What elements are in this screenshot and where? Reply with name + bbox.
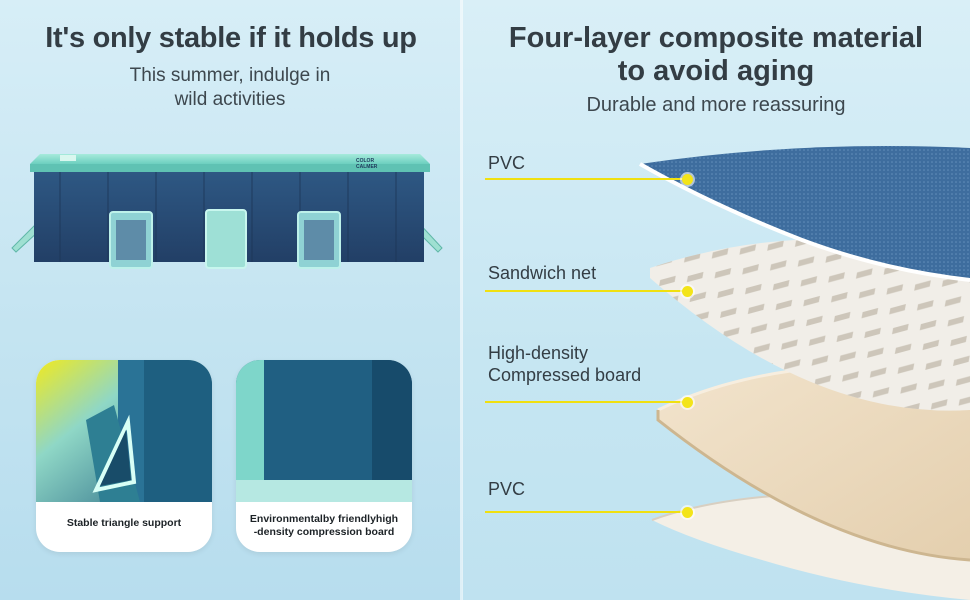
panel-divider [460,0,463,600]
right-subtitle: Durable and more reassuring [586,94,846,116]
pointer-line-compressed-board [485,401,688,403]
triangle-support-image [36,360,212,502]
layer-label-board-line2: Compressed board [488,365,642,385]
layers-illustration [462,120,970,600]
right-title-line1: Four-layer composite material [508,22,924,54]
pointer-line-pvc-bottom [485,511,688,513]
right-title-line2: to avoid aging [617,55,815,87]
left-subtitle-line1: This summer, indulge in [129,65,331,86]
pointer-dot-compressed-board [682,397,693,408]
left-subtitle: This summer, indulge in wild activities [60,64,400,112]
compression-board-image [236,360,412,502]
layer-label-pvc-bottom: PVC [488,479,526,499]
left-title: It's only stable if it holds up [45,22,417,54]
triangle-support-caption: Stable triangle support [66,517,182,529]
layer-label-board-line1: High-density [488,343,589,363]
pool-brand-label: COLOR CALMER [356,158,378,170]
triangle-support-card: Stable triangle support [36,360,212,552]
pool-illustration [10,148,448,274]
right-title: Four-layer composite material to avoid a… [462,22,970,88]
left-subtitle-line2: wild activities [174,89,286,110]
layer-label-sandwich-net: Sandwich net [488,263,597,283]
pointer-dot-pvc-top [682,174,693,185]
pool-image [11,154,443,269]
compression-board-caption-line1: Environmentalby friendlyhigh [249,513,399,525]
pointer-dot-pvc-bottom [682,507,693,518]
layer-label-pvc-top: PVC [488,153,526,173]
pointer-line-pvc-top [485,178,688,180]
compression-board-caption-line2: -density compression board [253,526,395,538]
pointer-dot-sandwich-net [682,286,693,297]
compression-board-card: Environmentalby friendlyhigh -density co… [236,360,412,552]
layer-label-compressed-board: High-density Compressed board [488,342,641,386]
compression-board-caption: Environmentalby friendlyhigh -density co… [240,513,408,539]
pointer-line-sandwich-net [485,290,688,292]
